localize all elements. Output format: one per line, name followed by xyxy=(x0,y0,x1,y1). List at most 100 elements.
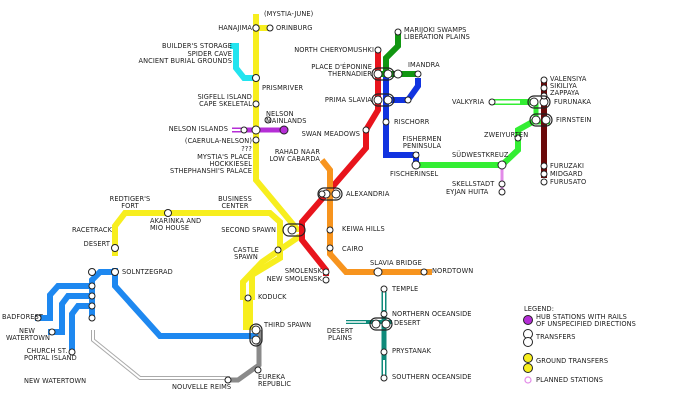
station-nouvelle-reims xyxy=(224,376,232,384)
legend-ground: GROUND TRANSFERS xyxy=(536,357,609,365)
track-azure-badforest xyxy=(35,283,92,321)
label-midgard: MIDGARD xyxy=(550,170,583,178)
label-mystias-place: MYSTIA'S PLACE xyxy=(197,153,252,161)
station-eureka xyxy=(254,366,262,374)
station-castle xyxy=(274,246,282,254)
station-furusato xyxy=(540,178,548,186)
station-desert-south-2 xyxy=(381,319,391,329)
label-koduck: KODUCK xyxy=(258,293,287,301)
label-caerula: (CAERULA-NELSON) xyxy=(184,137,252,145)
label-solntze: SOLNTZEGRAD xyxy=(122,268,173,276)
label-southern-ocean: SOUTHERN OCEANSIDE xyxy=(392,373,472,381)
label-badforest: BADFOREST xyxy=(2,313,43,321)
track-gray-new-watertown-inner xyxy=(92,330,230,379)
station-valensiya xyxy=(540,76,548,84)
track-red xyxy=(299,50,381,276)
station-marijoki xyxy=(394,28,402,36)
label-prima: PRIMA SLAVIA xyxy=(324,96,372,104)
station-firnstein xyxy=(531,115,541,125)
station-hanajima xyxy=(252,24,260,32)
label-skellstadt: SKELLSTADT xyxy=(452,180,495,188)
track-azure-west xyxy=(89,269,115,320)
label-second-spawn: SECOND SPAWN xyxy=(221,226,276,234)
station-fischerinsel xyxy=(411,160,421,170)
label-mystia-june: (MYSTIA-JUNE) xyxy=(264,10,314,18)
label-new-watertown2: NEW WATERTOWN xyxy=(24,377,87,385)
label-nordtown: NORDTOWN xyxy=(432,267,474,275)
station-fishermen xyxy=(412,151,420,159)
label-furusato: FURUSATO xyxy=(550,178,587,186)
station-solntzegrad xyxy=(88,268,96,276)
legend-ground-icon-b xyxy=(523,363,533,373)
legend-transfer-icon-b xyxy=(523,337,533,347)
hub-third-spawn xyxy=(249,323,263,347)
station-skellstadt xyxy=(498,180,506,188)
station-cairo xyxy=(326,244,334,252)
station-thernadier xyxy=(393,69,403,79)
label-church: CHURCH ST. PORTAL ISLAND xyxy=(24,347,77,362)
station-swan xyxy=(362,126,370,134)
track-lime xyxy=(418,117,538,168)
station-nelson-islands xyxy=(240,126,248,134)
station-prima-slavia xyxy=(373,95,383,105)
station-northern-oceanside xyxy=(380,310,388,318)
station-imandra xyxy=(414,70,422,78)
label-hanajima: HANAJIMA xyxy=(218,24,252,32)
label-desert-plains: DESERT PLAINS xyxy=(326,327,354,342)
label-marijoki: MARIJOKI SWAMPS xyxy=(404,26,467,34)
legend-planned: PLANNED STATIONS xyxy=(536,376,604,384)
legend-ground-icon xyxy=(523,353,533,363)
station-rischorr xyxy=(382,118,390,126)
station-furuzaki xyxy=(540,162,548,170)
label-nouvelle: NOUVELLE REIMS xyxy=(172,383,232,391)
legend-icons xyxy=(523,315,533,384)
label-desert: DESERT xyxy=(83,240,110,248)
station-place-deponine-2 xyxy=(383,69,393,79)
label-fishermen: FISHERMEN PENINSULA xyxy=(402,135,442,150)
label-firnstein: FIRNSTEIN xyxy=(556,116,592,124)
station-solntzegrad-2 xyxy=(111,268,119,276)
hub-firnstein xyxy=(529,113,553,127)
track-azure-church xyxy=(69,303,92,350)
label-valensiya: VALENSIYA xyxy=(550,75,587,83)
label-business: BUSINESS CENTER xyxy=(218,195,252,210)
station-slavia xyxy=(373,267,383,277)
track-yellow-upper xyxy=(112,210,283,300)
station-eyjan xyxy=(498,188,506,196)
station-akarinka xyxy=(164,209,172,217)
station-firnstein-2 xyxy=(541,115,551,125)
legend-title: LEGEND: xyxy=(524,305,555,313)
label-orinburg: ORINBURG xyxy=(276,24,313,32)
legend-planned-icon xyxy=(524,376,532,384)
hub-markers xyxy=(249,67,553,347)
label-sikiliya: SIKILIYA xyxy=(550,82,577,90)
label-ancient: ANCIENT BURIAL GROUNDS xyxy=(138,57,232,65)
label-castle: CASTLE SPAWN xyxy=(233,246,259,261)
legend-hub: HUB STATIONS WITH RAILS OF UNSPECIFIED D… xyxy=(536,313,636,328)
station-prima-slavia-2 xyxy=(383,95,393,105)
station-azure-4 xyxy=(88,314,96,322)
station-desert-west xyxy=(111,244,119,252)
station-sudwestkreuz xyxy=(497,160,507,170)
label-third-spawn: THIRD SPAWN xyxy=(264,321,312,329)
label-imandra: IMANDRA xyxy=(408,61,440,69)
station-red-alexandria xyxy=(318,190,326,198)
label-prystanak: PRYSTANAK xyxy=(392,347,432,355)
label-north-chery: NORTH CHERYOMUSHKI xyxy=(294,46,374,54)
label-zweiyurten: ZWEIYURTEN xyxy=(484,131,529,139)
label-temple: TEMPLE xyxy=(392,285,419,293)
label-eyjan: EYJAN HUITA xyxy=(446,188,489,196)
label-place-deponine: PLACE D'ÉPONINE xyxy=(311,63,372,71)
station-azure-1 xyxy=(88,282,96,290)
track-azure-nw xyxy=(48,293,92,335)
station-smolensk xyxy=(322,268,330,276)
station-prismriver xyxy=(252,74,260,82)
label-low-cabarda: LOW CABARDA xyxy=(269,155,320,163)
station-temple xyxy=(380,285,388,293)
label-racetrack: RACETRACK xyxy=(71,226,112,234)
station-church xyxy=(68,348,76,356)
label-furunaka: FURUNAKA xyxy=(554,98,591,106)
station-markers xyxy=(34,24,551,384)
station-keiwa xyxy=(326,226,334,234)
